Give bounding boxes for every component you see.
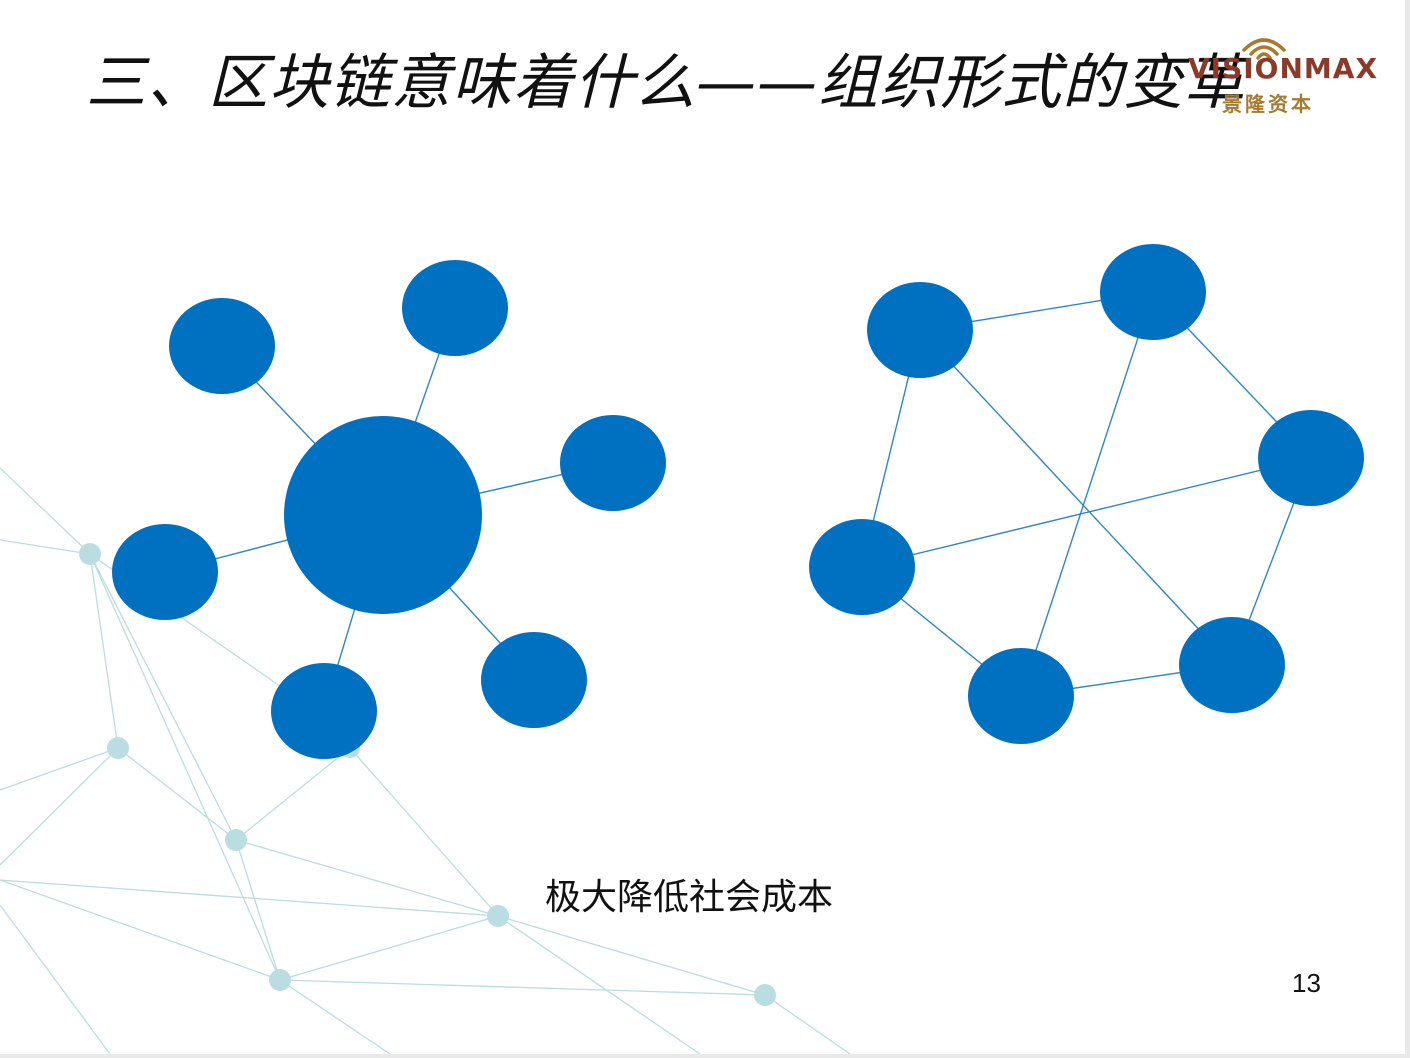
leaf-node <box>112 524 218 620</box>
leaf-node <box>560 415 666 511</box>
slide-caption: 极大降低社会成本 <box>545 877 834 918</box>
edge <box>861 457 1312 568</box>
logo-brand-cn: 景隆资本 <box>1222 92 1314 116</box>
mesh-node <box>809 519 915 615</box>
slide-title: 三、区块链意味着什么——组织形式的变革 <box>86 48 1245 118</box>
mesh-node <box>1100 244 1206 340</box>
logo-brand-en: VISIONMAX <box>1188 52 1379 85</box>
leaf-node <box>271 663 377 759</box>
leaf-node <box>169 298 275 394</box>
mesh-node <box>867 282 973 378</box>
centralized-network <box>112 260 666 759</box>
hub-node <box>284 416 482 614</box>
mesh-node <box>1179 617 1285 713</box>
distributed-network <box>809 244 1364 744</box>
leaf-node <box>402 260 508 356</box>
wifi-signal-icon <box>1242 38 1286 60</box>
edge <box>1020 291 1154 697</box>
leaf-node <box>481 632 587 728</box>
edge <box>919 329 1233 666</box>
page-number: 13 <box>1292 968 1321 998</box>
mesh-node <box>968 648 1074 744</box>
mesh-node <box>1258 410 1364 506</box>
